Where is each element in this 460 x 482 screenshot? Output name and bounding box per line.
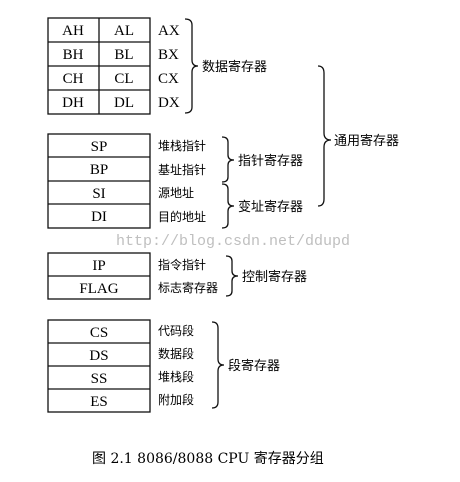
register-high-byte: AH: [62, 23, 84, 39]
register-description: 数据段: [158, 346, 194, 361]
figure-caption: 图 2.1 8086/8088 CPU 寄存器分组: [92, 450, 324, 467]
register-description: 指令指针: [158, 257, 206, 272]
register-description: 堆栈指针: [158, 138, 206, 153]
general-register-group-label: 通用寄存器: [334, 133, 399, 149]
segment-register-group-label: 段寄存器: [228, 358, 280, 374]
register-description: 堆栈段: [158, 369, 194, 384]
register-description: 源地址: [158, 186, 194, 200]
register-cell: BP: [90, 162, 108, 178]
segment-register-brace: [211, 321, 225, 409]
register-high-byte: BH: [63, 47, 84, 63]
index-register-group-label: 变址寄存器: [238, 199, 303, 215]
register-low-byte: AL: [114, 23, 134, 39]
register-cell: FLAG: [79, 281, 118, 297]
register-name: CX: [158, 71, 179, 87]
register-low-byte: CL: [114, 71, 133, 87]
register-cell: SS: [91, 371, 108, 387]
register-cell: DI: [91, 209, 107, 225]
control-register-brace: [225, 255, 239, 297]
register-cell: SP: [91, 139, 108, 155]
register-description: 附加段: [158, 392, 194, 407]
pointer-register-group-label: 指针寄存器: [238, 153, 303, 169]
register-high-byte: CH: [63, 71, 84, 87]
register-description: 基址指针: [158, 162, 206, 177]
register-low-byte: DL: [114, 95, 134, 111]
register-description: 代码段: [158, 323, 194, 338]
register-cell: SI: [92, 186, 105, 202]
index-register-brace: [221, 183, 235, 229]
register-name: AX: [158, 23, 180, 39]
control-register-group-label: 控制寄存器: [242, 269, 307, 285]
pointer-register-brace: [221, 136, 235, 183]
data-register-brace: [184, 18, 199, 114]
register-cell: CS: [90, 325, 108, 341]
register-cell: IP: [92, 258, 105, 274]
register-cell: DS: [89, 348, 108, 364]
register-cell: ES: [90, 394, 108, 410]
data-register-group-label: 数据寄存器: [202, 59, 267, 75]
register-description: 标志寄存器: [158, 280, 218, 295]
register-high-byte: DH: [62, 95, 84, 111]
register-name: DX: [158, 95, 180, 111]
register-name: BX: [158, 47, 179, 63]
register-low-byte: BL: [114, 47, 133, 63]
register-description: 目的地址: [158, 209, 206, 224]
watermark: http://blog.csdn.net/ddupd: [116, 233, 350, 250]
general-register-brace: [317, 65, 332, 207]
